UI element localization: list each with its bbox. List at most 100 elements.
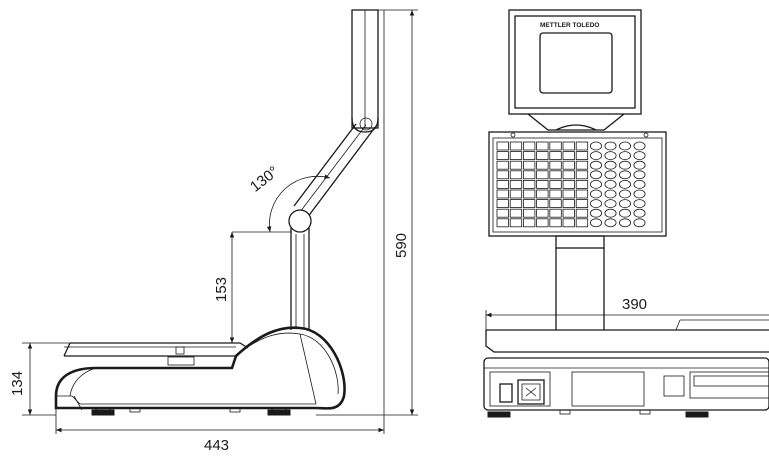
keypad-round-key: [633, 199, 646, 209]
depth-dimension: 443: [55, 10, 385, 454]
keypad-round-key: [590, 160, 603, 170]
keypad-square-key: [536, 208, 549, 218]
keypad-round-key: [604, 189, 617, 199]
keypad-round-key: [590, 218, 603, 228]
display-height-dimension: 153: [213, 232, 235, 343]
keypad-round-key: [590, 199, 603, 209]
tilt-angle-indicator: 130°: [232, 163, 331, 233]
keypad-square-key: [496, 160, 509, 170]
keypad-square-key: [523, 151, 536, 161]
keypad-square-key: [549, 208, 562, 218]
keypad-square-key: [523, 160, 536, 170]
keypad-square-key: [509, 141, 523, 151]
keypad-square-key: [549, 199, 562, 209]
side-feet: [91, 407, 291, 416]
keypad-square-key: [496, 170, 509, 180]
width-label: 390: [622, 296, 647, 313]
keypad-square-key: [509, 179, 523, 189]
keypad-square-key: [509, 151, 523, 161]
keypad-round-key: [604, 151, 617, 161]
keypad-round-key: [604, 218, 617, 228]
front-base-body: [483, 357, 769, 411]
front-feet: [487, 409, 709, 418]
total-height-label: 590: [393, 233, 410, 258]
keypad-round-key: [590, 208, 603, 218]
keypad-round-key: [619, 141, 632, 151]
front-platter: [485, 319, 769, 353]
base-height-dimension: 134: [9, 342, 72, 416]
brand-label: METTLER TOLEDO: [540, 22, 599, 29]
keypad-square-key: [562, 151, 575, 161]
keypad-square-key: [509, 160, 523, 170]
keypad-square-key: [509, 170, 523, 180]
keypad-square-key: [496, 218, 509, 228]
keypad-square-key: [575, 218, 589, 228]
side-pivot-joint: [288, 209, 312, 233]
keypad-round-key: [633, 208, 646, 218]
keypad-round-key: [619, 199, 632, 209]
keypad-square-key: [523, 208, 536, 218]
keypad-round-key: [619, 218, 632, 228]
keypad-square-key: [536, 170, 549, 180]
keypad-round-key: [633, 179, 646, 189]
keypad-square-key: [575, 189, 589, 199]
keypad-round-key: [590, 189, 603, 199]
keypad-round-key: [633, 170, 646, 180]
total-height-dimension: 590: [316, 9, 418, 416]
keypad-square-key: [549, 189, 562, 199]
keypad-round-key: [619, 160, 632, 170]
side-base-body: [54, 326, 346, 411]
keypad-keys: [496, 141, 646, 228]
keypad-square-key: [509, 208, 523, 218]
keypad-round-key: [633, 141, 646, 151]
keypad-square-key: [523, 141, 536, 151]
keypad-square-key: [536, 160, 549, 170]
keypad-round-key: [604, 199, 617, 209]
keypad-square-key: [575, 208, 589, 218]
keypad-round-key: [619, 151, 632, 161]
keypad-square-key: [562, 218, 575, 228]
width-dimension: 390: [485, 296, 769, 330]
keypad-square-key: [536, 151, 549, 161]
keypad-square-key: [523, 189, 536, 199]
side-platter: [63, 342, 249, 366]
keypad-round-key: [590, 170, 603, 180]
keypad-square-key: [523, 199, 536, 209]
keypad-round-key: [633, 218, 646, 228]
side-display-pole: [351, 9, 379, 133]
keypad-square-key: [575, 179, 589, 189]
keypad-round-key: [619, 179, 632, 189]
keypad-square-key: [549, 160, 562, 170]
keypad-square-key: [549, 141, 562, 151]
display-height-label: 153: [213, 277, 230, 302]
keypad-square-key: [549, 179, 562, 189]
keypad-square-key: [536, 141, 549, 151]
front-column: [555, 235, 605, 330]
keypad-square-key: [536, 199, 549, 209]
keypad-square-key: [536, 179, 549, 189]
keypad-round-key: [590, 141, 603, 151]
front-view: METTLER TOLEDO 390: [483, 9, 769, 418]
keypad-square-key: [536, 218, 549, 228]
tilt-angle-label: 130°: [247, 163, 282, 196]
keypad-square-key: [549, 170, 562, 180]
keypad-square-key: [562, 179, 575, 189]
keypad-square-key: [575, 160, 589, 170]
keypad-square-key: [496, 189, 509, 199]
front-keypad-panel: [488, 131, 667, 237]
keypad-square-key: [496, 179, 509, 189]
keypad-square-key: [549, 218, 562, 228]
keypad-square-key: [562, 199, 575, 209]
keypad-round-key: [619, 170, 632, 180]
keypad-square-key: [523, 179, 536, 189]
keypad-round-key: [590, 179, 603, 189]
keypad-round-key: [633, 151, 646, 161]
keypad-round-key: [633, 160, 646, 170]
keypad-round-key: [590, 151, 603, 161]
depth-label: 443: [204, 437, 229, 454]
keypad-square-key: [523, 170, 536, 180]
keypad-round-key: [633, 189, 646, 199]
keypad-square-key: [496, 208, 509, 218]
keypad-round-key: [604, 170, 617, 180]
